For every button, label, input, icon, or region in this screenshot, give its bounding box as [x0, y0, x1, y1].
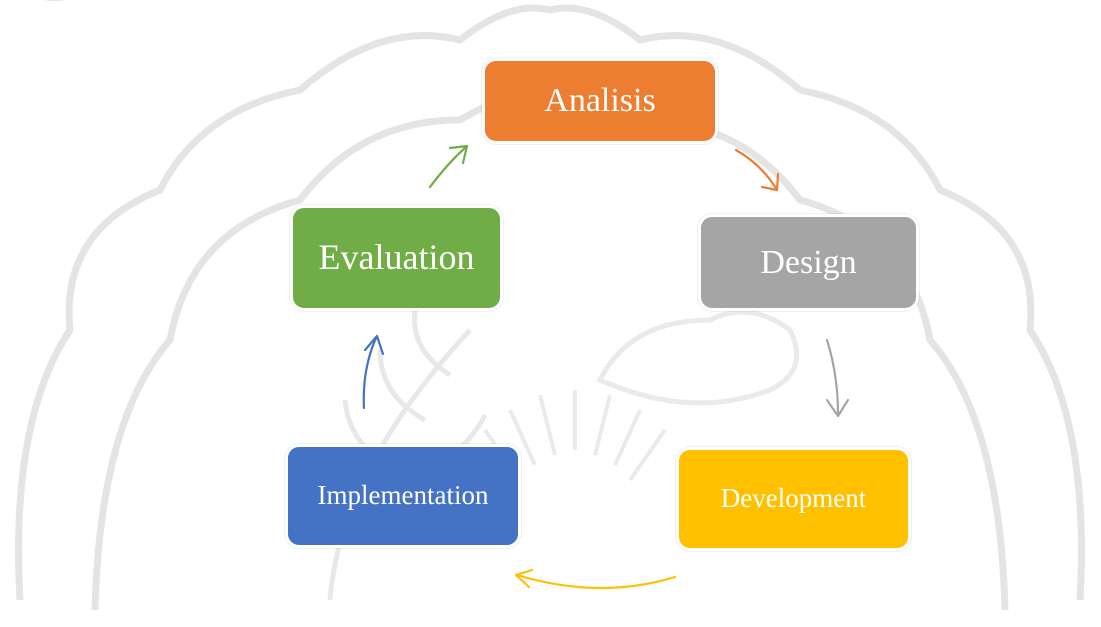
development-box: Development: [676, 447, 911, 551]
seal-outer-ring: [15, 4, 1085, 601]
seal-cloud-icon: [596, 309, 800, 406]
development-label: Development: [720, 483, 867, 514]
implementation-box: Implementation: [285, 444, 521, 548]
arrow-analisis-to-design: [734, 148, 780, 192]
seal-sun-rays-icon: [483, 390, 667, 482]
implementation-label: Implementation: [317, 480, 489, 511]
analisis-box: Analisis: [482, 58, 718, 144]
design-box: Design: [698, 214, 919, 311]
analisis-label: Analisis: [544, 82, 656, 120]
design-label: Design: [760, 243, 857, 281]
arrow-development-to-implementation: [514, 568, 677, 590]
evaluation-label: Evaluation: [318, 237, 475, 278]
evaluation-box: Evaluation: [290, 205, 503, 311]
arrow-evaluation-to-analisis: [428, 144, 469, 189]
arrow-design-to-development: [825, 338, 850, 418]
arrow-implementation-to-evaluation: [362, 334, 385, 410]
seal-text: UNIVERSITAS MUHAMMADIYAH: [0, 0, 915, 24]
